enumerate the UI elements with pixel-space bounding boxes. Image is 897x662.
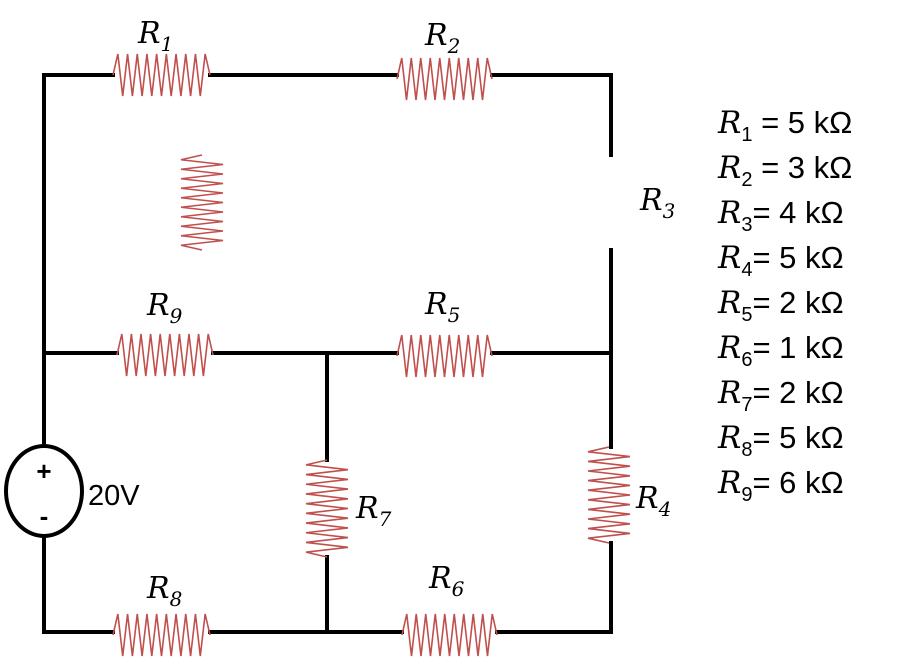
resistor-r5 bbox=[396, 334, 493, 378]
resistor-r4 bbox=[587, 446, 631, 544]
resistors bbox=[112, 53, 631, 657]
value-r8: R8= 5 kΩ bbox=[717, 420, 844, 461]
label-r6: R6 bbox=[428, 561, 465, 601]
label-r2: R2 bbox=[424, 18, 460, 58]
resistor-r2 bbox=[396, 57, 493, 101]
resistor-r3 bbox=[180, 154, 224, 251]
value-r5: R5= 2 kΩ bbox=[717, 285, 844, 326]
resistor-r6 bbox=[401, 613, 498, 657]
wire-right-bottom bbox=[495, 541, 613, 634]
resistor-values-legend: R1 = 5 kΩ R2 = 3 kΩ R3= 4 kΩ R4= 5 kΩ R5… bbox=[717, 105, 852, 506]
label-r3: R3 bbox=[639, 183, 675, 223]
value-r6: R6= 1 kΩ bbox=[717, 330, 844, 371]
label-r1: R1 bbox=[137, 16, 173, 56]
voltage-source: + - 20V bbox=[4, 444, 140, 538]
plus-sign: + bbox=[36, 456, 51, 486]
voltage-source-circle bbox=[4, 444, 84, 538]
wire-bottom-left bbox=[42, 536, 115, 634]
wires bbox=[42, 73, 613, 634]
resistor-labels: R1 R2 R3 R4 R5 R6 R7 R8 R9 bbox=[137, 16, 675, 611]
value-r3: R3= 4 kΩ bbox=[717, 195, 844, 236]
label-r7: R7 bbox=[355, 491, 392, 531]
value-r1: R1 = 5 kΩ bbox=[717, 105, 852, 146]
label-r4: R4 bbox=[635, 481, 671, 521]
resistor-r8 bbox=[112, 613, 211, 657]
wire-top-right bbox=[490, 73, 613, 157]
resistor-r1 bbox=[112, 53, 211, 97]
value-r2: R2 = 3 kΩ bbox=[717, 150, 852, 191]
label-r5: R5 bbox=[424, 287, 460, 327]
label-r9: R9 bbox=[146, 288, 183, 328]
minus-sign: - bbox=[40, 501, 49, 531]
resistor-r9 bbox=[116, 333, 214, 377]
wire-top-left bbox=[42, 73, 115, 464]
value-r9: R9= 6 kΩ bbox=[717, 465, 844, 506]
label-r8: R8 bbox=[146, 571, 182, 611]
value-r7: R7= 2 kΩ bbox=[717, 375, 844, 416]
resistor-r7 bbox=[305, 459, 349, 558]
value-r4: R4= 5 kΩ bbox=[717, 240, 844, 281]
voltage-label: 20V bbox=[88, 480, 140, 512]
